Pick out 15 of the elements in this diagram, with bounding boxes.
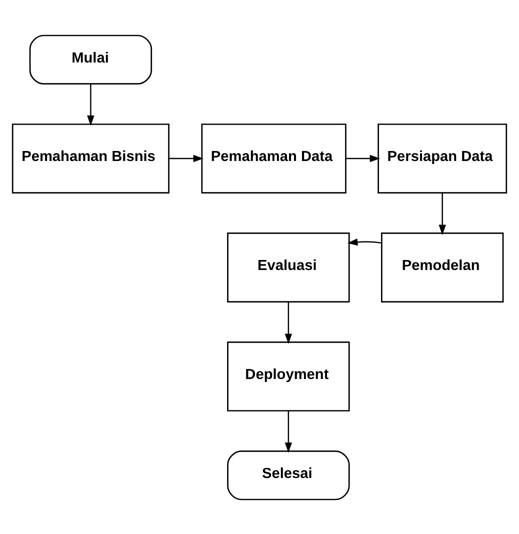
- arrow: [347, 238, 382, 246]
- node-box: Mulai: [29, 34, 152, 84]
- node-box: Evaluasi: [227, 232, 350, 302]
- arrow: [169, 154, 204, 162]
- arrow: [284, 301, 292, 344]
- arrow: [438, 192, 446, 235]
- arrow: [346, 154, 380, 162]
- arrow: [87, 84, 94, 126]
- node-box: Pemodelan: [381, 232, 504, 302]
- node-box: Selesai: [227, 450, 350, 500]
- arrow: [284, 410, 292, 452]
- node-box: Deployment: [227, 341, 350, 411]
- node-box: Persiapan Data: [378, 123, 508, 193]
- node-box: Pemahaman Data: [201, 123, 346, 193]
- node-box: Pemahaman Bisnis: [12, 123, 170, 193]
